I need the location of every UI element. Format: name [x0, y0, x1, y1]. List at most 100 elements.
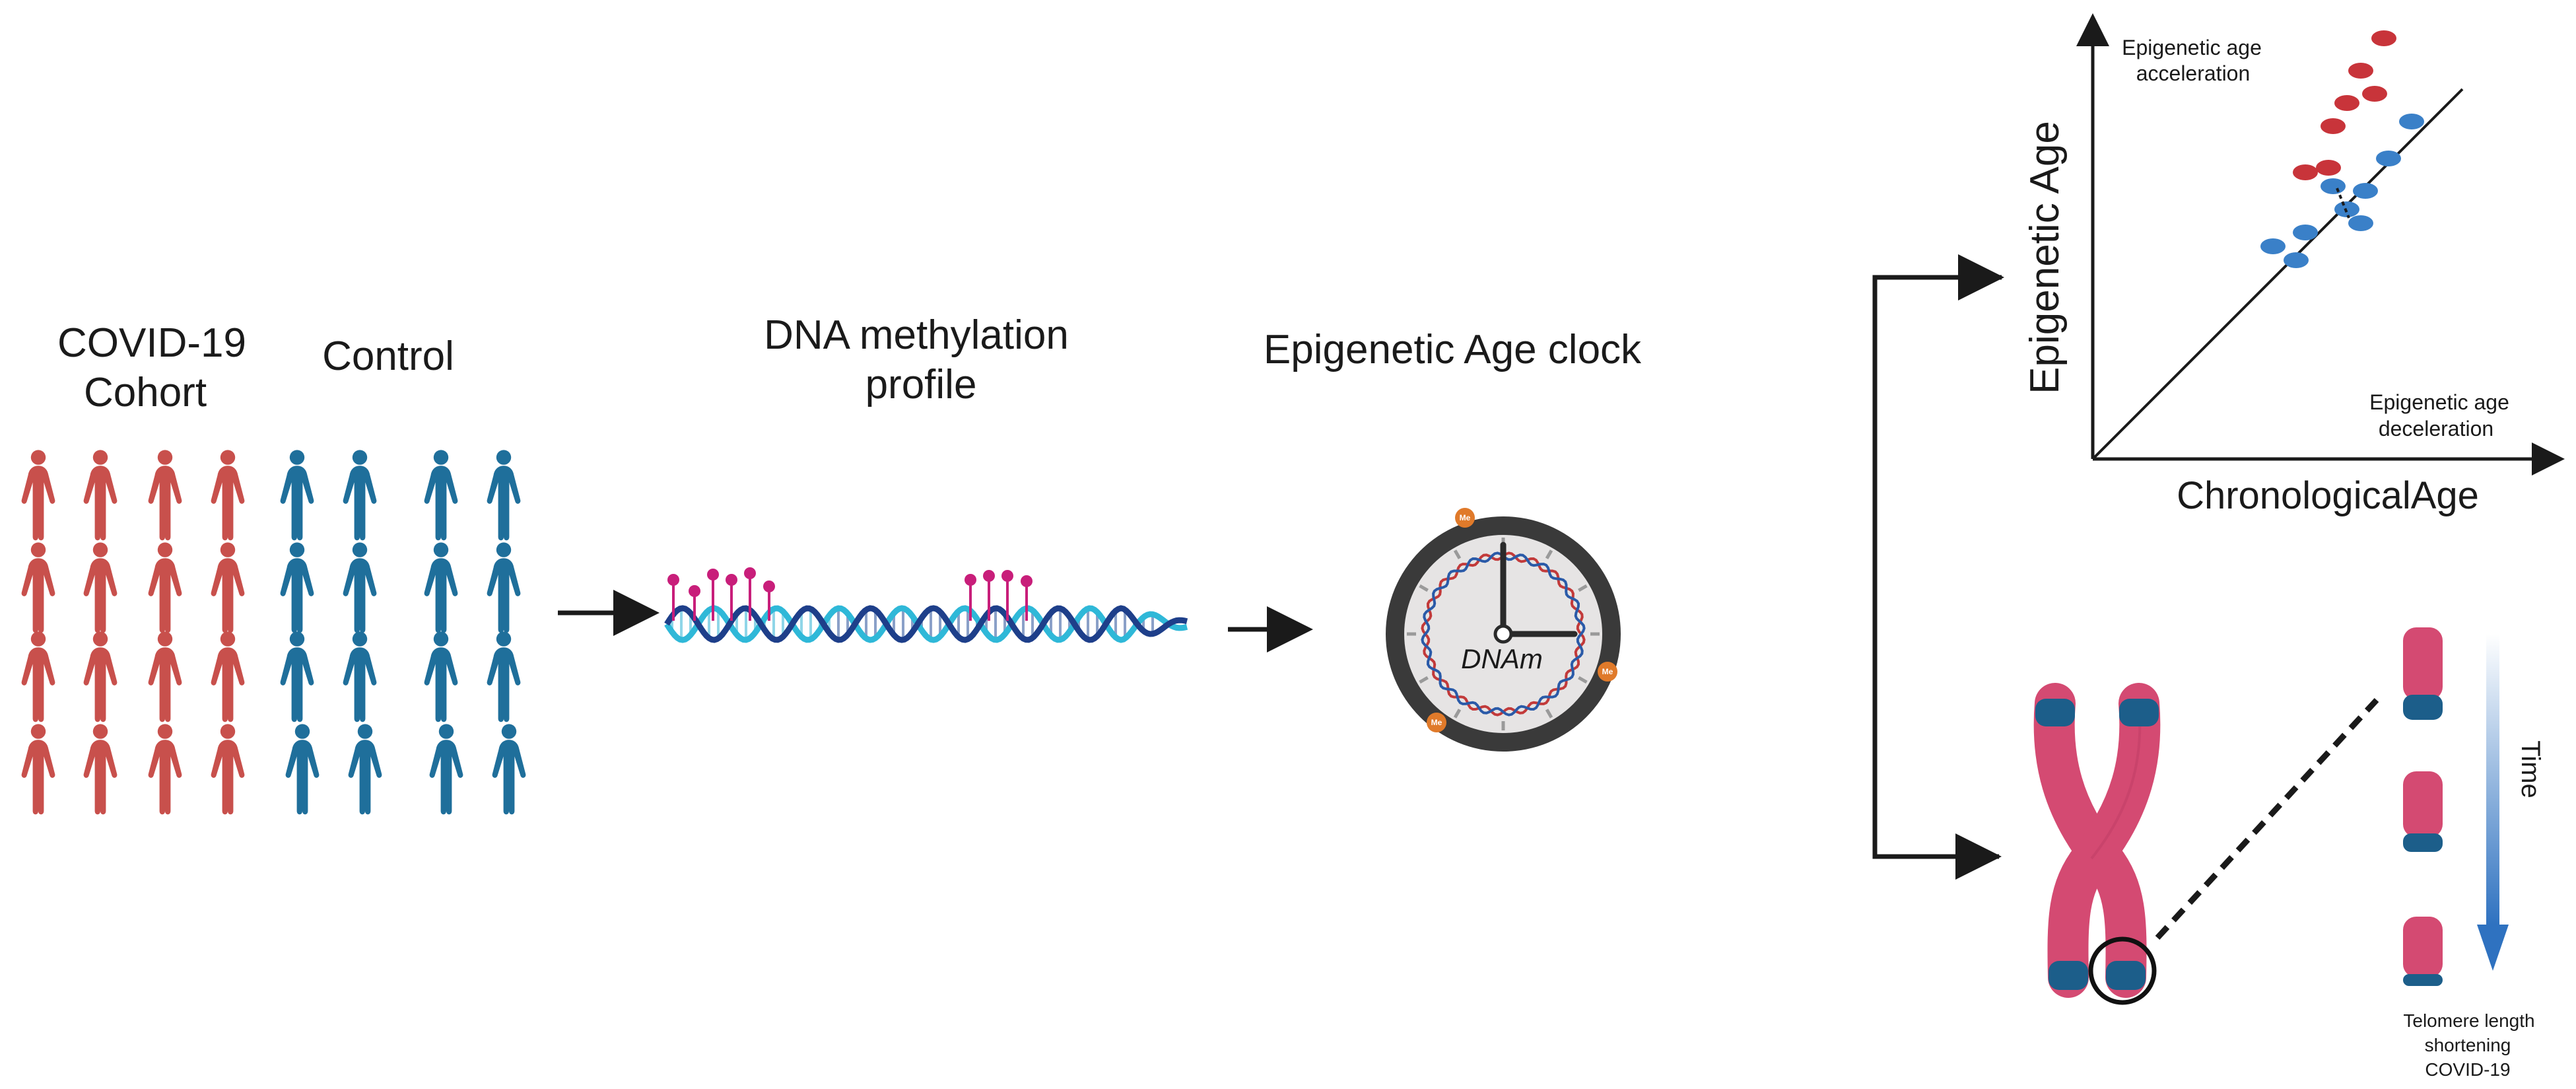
covid-person-icon [83, 631, 118, 722]
covid-person-icon [83, 450, 118, 541]
control-person-icon [424, 450, 458, 541]
methyl-marker [667, 574, 679, 586]
time-label: Time [2516, 740, 2545, 798]
control-person-icon [424, 631, 458, 722]
covid-person-icon [148, 631, 182, 722]
scatter-point-control [2399, 114, 2424, 129]
methyl-marker [707, 569, 719, 580]
clock-ticks [1407, 538, 1600, 730]
covid-person-icon [211, 542, 245, 633]
control-person-icon [280, 450, 314, 541]
clock-tick [1578, 676, 1588, 684]
clock-section: Epigenetic Age clock DNAm Me Me Me [1264, 327, 1642, 752]
clock-tick [1545, 549, 1553, 559]
scatter-point-covid [2293, 164, 2318, 180]
telomere-caption-line2: shortening [2425, 1035, 2511, 1055]
scatter-point-covid [2334, 95, 2359, 111]
scatter-point-control [2353, 183, 2378, 199]
telomere-cap-top-right [2119, 699, 2159, 726]
telomere-cap-bottom-left [2049, 961, 2088, 990]
control-group [280, 450, 526, 815]
telomere-cap-bottom-right [2106, 961, 2146, 990]
methyl-marker [983, 570, 995, 582]
clock-center [1493, 624, 1513, 644]
covid-cohort-label-line1: COVID-19 [57, 320, 246, 366]
cohort-section: COVID-19 Cohort Control [21, 320, 526, 815]
control-person-icon [487, 542, 521, 633]
acceleration-note-line2: acceleration [2136, 61, 2251, 85]
telomere-cap-top-left [2035, 699, 2075, 726]
methyl-marker [744, 567, 756, 579]
clock-tick [1578, 584, 1588, 592]
telomere-caption-line3: COVID-19 [2425, 1059, 2510, 1080]
clock-dna-ring [1421, 551, 1586, 717]
covid-person-icon [211, 631, 245, 722]
methyl-marker [965, 574, 976, 586]
clock-tick [1545, 709, 1553, 719]
control-person-icon [280, 542, 314, 633]
control-person-icon [487, 450, 521, 541]
covid-person-icon [21, 724, 55, 815]
scatter-point-control [2348, 215, 2373, 231]
control-person-icon [285, 724, 320, 815]
scatter-xlabel: ChronologicalAge [2177, 474, 2479, 517]
control-person-icon [343, 450, 377, 541]
control-label: Control [322, 334, 454, 379]
telomere-section: Time Telomere length shortening COVID-19 [2033, 627, 2545, 1080]
methylation-section: DNA methylation profile [664, 312, 1188, 643]
covid-person-icon [21, 631, 55, 722]
zoom-dashed-line [2155, 697, 2379, 940]
me-badge-bottom: Me [1427, 713, 1446, 732]
clock-tick [1453, 709, 1462, 719]
clock-tick [1419, 584, 1429, 592]
chromosome [2033, 683, 2161, 998]
control-person-icon [492, 724, 526, 815]
methylation-title-line1: DNA methylation [764, 312, 1069, 358]
clock-title: Epigenetic Age clock [1264, 327, 1642, 372]
dna-helix [664, 605, 1188, 643]
covid-person-icon [21, 542, 55, 633]
clock-tick [1419, 676, 1429, 684]
covid-person-icon [211, 450, 245, 541]
scatter-points [2260, 30, 2424, 268]
telomere-highlight-circle [2088, 936, 2157, 1005]
methyl-marker [689, 585, 700, 597]
deceleration-note-line2: deceleration [2379, 417, 2493, 440]
clock-face-label: DNAm [1461, 643, 1543, 674]
control-person-icon [424, 542, 458, 633]
methyl-marker [1001, 570, 1013, 582]
ring-strand-blue [1421, 551, 1586, 717]
covid-cohort-group [21, 450, 245, 815]
methyl-markers [667, 567, 1033, 621]
control-person-icon [343, 631, 377, 722]
covid-person-icon [148, 450, 182, 541]
time-arrow [2477, 634, 2509, 971]
covid-person-icon [148, 542, 182, 633]
scatter-point-covid [2348, 63, 2373, 79]
helix-strand-a [664, 605, 1188, 643]
svg-text:Me: Me [1460, 513, 1471, 522]
scatter-point-covid [2362, 86, 2387, 102]
covid-person-icon [211, 724, 245, 815]
me-badge-right: Me [1598, 662, 1617, 682]
clock-tick [1453, 549, 1462, 559]
identity-line [2091, 88, 2464, 460]
control-person-icon [343, 542, 377, 633]
scatter-point-control [2260, 238, 2286, 254]
methyl-marker [1021, 575, 1033, 587]
scatter-point-control [2334, 201, 2359, 217]
deviation-arrow [2336, 188, 2350, 219]
covid-person-icon [83, 542, 118, 633]
scatter-point-control [2376, 151, 2401, 166]
scatter-point-control [2321, 178, 2346, 194]
methyl-marker [763, 580, 775, 592]
scatter-point-covid [2316, 160, 2341, 176]
telomere-stage-3 [2403, 917, 2443, 986]
telomere-stage-2 [2403, 771, 2443, 852]
svg-text:Me: Me [1602, 667, 1613, 676]
methylation-title-line2: profile [865, 362, 977, 407]
control-person-icon [487, 631, 521, 722]
control-person-icon [348, 724, 382, 815]
me-badge-top: Me [1455, 508, 1475, 528]
